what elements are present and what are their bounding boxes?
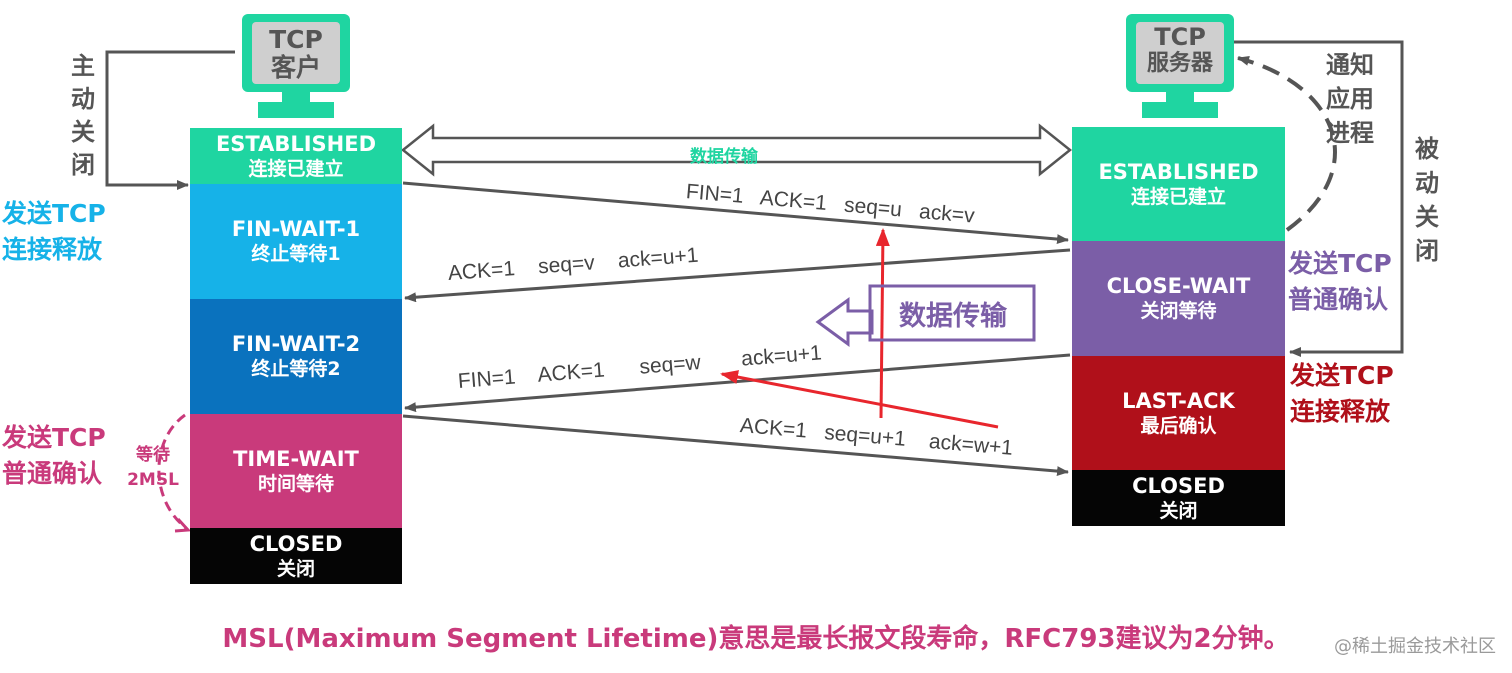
server-monitor-neck: [1166, 92, 1194, 102]
wait-2msl-annotation: 等待 2MSL: [127, 445, 179, 490]
msg-line-1: [402, 181, 1069, 245]
purple-hollow-arrow: [815, 297, 874, 347]
server-monitor-stand: [1142, 102, 1218, 118]
msl-dashed-arc: [157, 413, 187, 530]
msg-line-4: [402, 414, 1069, 477]
server-monitor-screen: [1136, 22, 1224, 84]
server-ack-annotation: 发送TCP 普通确认: [1288, 249, 1392, 314]
client-state-fin-wait-1: FIN-WAIT-1 终止等待1: [190, 184, 402, 299]
msg-line-2: [404, 248, 1071, 303]
client-monitor-screen: [252, 22, 340, 84]
server-monitor-label: TCP 服务器: [1146, 23, 1213, 76]
client-state-fin-wait-2: FIN-WAIT-2 终止等待2: [190, 299, 402, 414]
server-state-established: ESTABLISHED 连接已建立: [1072, 127, 1285, 241]
purple-data-box: [868, 284, 1036, 342]
data-transfer-double-arrow: [400, 123, 1073, 177]
client-active-close-label: 主 动 关 闭: [71, 52, 95, 179]
server-release-annotation: 发送TCP 连接释放: [1290, 361, 1394, 426]
client-monitor-stand: [258, 102, 334, 118]
client-state-established: ESTABLISHED 连接已建立: [190, 128, 402, 184]
client-monitor-neck: [282, 92, 310, 102]
server-state-closed: CLOSED 关闭: [1072, 470, 1285, 526]
client-monitor-label: TCP 客户: [269, 25, 323, 82]
server-notify-label: 通知 应用 进程: [1326, 51, 1374, 147]
data-transfer-mid-label: 数据传输: [899, 301, 1007, 332]
watermark: @稀土掘金技术社区: [1334, 636, 1496, 657]
server-passive-close-label: 被 动 关 闭: [1415, 135, 1439, 265]
client-ack-annotation: 发送TCP 普通确认: [2, 423, 106, 488]
server-close-bracket: [1232, 40, 1404, 357]
red-arrow-left: [720, 370, 999, 429]
client-state-closed: CLOSED 关闭: [190, 528, 402, 584]
server-state-close-wait: CLOSE-WAIT 关闭等待: [1072, 241, 1285, 356]
notify-dashed-arc: [1237, 55, 1337, 232]
red-arrow-up: [875, 228, 890, 419]
client-state-time-wait: TIME-WAIT 时间等待: [190, 414, 402, 528]
client-close-bracket: [105, 50, 235, 190]
msl-footnote: MSL(Maximum Segment Lifetime)意思是最长报文段寿命，…: [222, 624, 1290, 654]
client-release-annotation: 发送TCP 连接释放: [2, 199, 106, 264]
server-state-last-ack: LAST-ACK 最后确认: [1072, 356, 1285, 470]
data-transfer-top-label: 数据传输: [690, 147, 758, 167]
